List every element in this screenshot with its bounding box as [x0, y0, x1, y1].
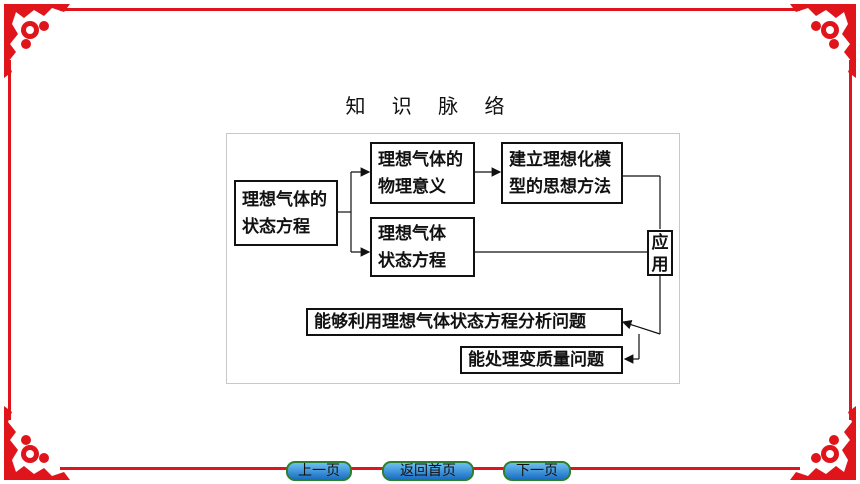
arrow-to-analyze	[621, 320, 661, 335]
node-apply-char1: 应	[651, 233, 669, 253]
node-root: 理想气体的 状态方程	[234, 180, 338, 246]
corner-ornament-bottom-left	[4, 406, 70, 480]
corner-ornament-top-right	[790, 4, 856, 78]
frame-top-border	[60, 8, 800, 11]
node-model-line2: 型的思想方法	[509, 177, 611, 197]
corner-ornament-bottom-right	[790, 406, 856, 480]
node-variable-mass: 能处理变质量问题	[460, 346, 623, 374]
node-ideal-model: 建立理想化模 型的思想方法	[501, 142, 623, 204]
corner-ornament-top-left	[4, 4, 70, 78]
node-analyze-text: 能够利用理想气体状态方程分析问题	[314, 312, 586, 332]
node-variable-mass-text: 能处理变质量问题	[468, 350, 604, 370]
prev-page-button[interactable]: 上一页	[286, 461, 352, 481]
frame-left-border	[8, 60, 11, 420]
diagram-connectors	[338, 167, 661, 364]
node-state-equation: 理想气体 状态方程	[370, 217, 475, 277]
node-root-line1: 理想气体的	[242, 190, 327, 210]
node-physical-meaning: 理想气体的 物理意义	[370, 142, 475, 204]
page-title: 知 识 脉 络	[345, 94, 515, 118]
next-page-button[interactable]: 下一页	[503, 461, 571, 481]
node-equation-line2: 状态方程	[378, 251, 446, 271]
node-analyze-problems: 能够利用理想气体状态方程分析问题	[306, 308, 623, 336]
node-application: 应 用	[647, 230, 673, 276]
node-meaning-line1: 理想气体的	[378, 150, 463, 170]
home-button[interactable]: 返回首页	[382, 461, 474, 481]
node-equation-line1: 理想气体	[378, 224, 446, 244]
knowledge-diagram-panel: 理想气体的 状态方程 理想气体的 物理意义 建立理想化模 型的思想方法 理想气体…	[226, 133, 680, 384]
node-apply-char2: 用	[651, 255, 669, 275]
node-model-line1: 建立理想化模	[509, 150, 611, 170]
node-meaning-line2: 物理意义	[378, 177, 446, 197]
node-root-line2: 状态方程	[242, 217, 310, 237]
frame-right-border	[849, 60, 852, 420]
